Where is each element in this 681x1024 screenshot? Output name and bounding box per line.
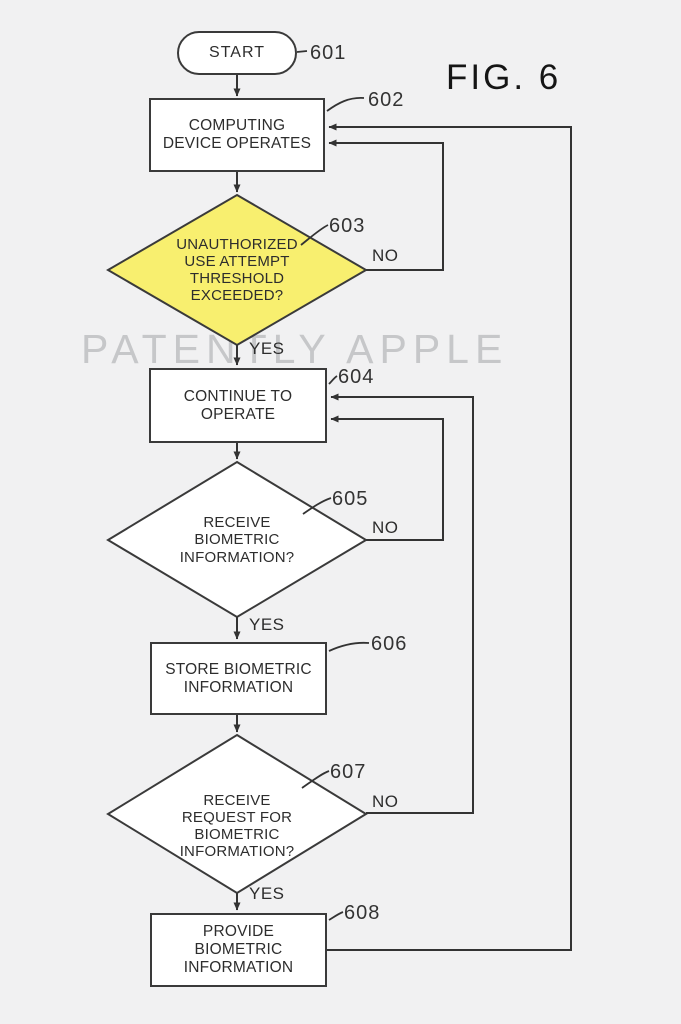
yes-label-603: YES xyxy=(249,339,285,358)
ref-603: 603 xyxy=(329,215,366,237)
ref-605: 605 xyxy=(332,488,369,510)
decision-603-shape xyxy=(106,193,368,347)
watermark-text: PATENTLY APPLE xyxy=(81,326,509,372)
ref-601: 601 xyxy=(310,42,347,64)
yes-label-607: YES xyxy=(249,884,285,903)
figure-label: FIG. 6 xyxy=(446,58,562,97)
no-label-607: NO xyxy=(372,792,399,811)
process-606-store-biometric-information: STORE BIOMETRIC INFORMATION xyxy=(150,642,327,715)
start-terminal: START xyxy=(177,31,297,75)
ref-606: 606 xyxy=(371,633,408,655)
process-604-continue-to-operate: CONTINUE TO OPERATE xyxy=(149,368,327,443)
leader-lines xyxy=(296,50,370,921)
yes-label-605: YES xyxy=(249,615,285,634)
process-608-provide-biometric-information: PROVIDE BIOMETRIC INFORMATION xyxy=(150,913,327,987)
ref-604: 604 xyxy=(338,366,375,388)
ref-608: 608 xyxy=(344,902,381,924)
ref-607: 607 xyxy=(330,761,367,783)
decision-607-shape xyxy=(106,733,368,895)
decision-605-shape xyxy=(106,460,368,619)
ref-602: 602 xyxy=(368,89,405,111)
no-label-605: NO xyxy=(372,518,399,537)
no-label-603: NO xyxy=(372,246,399,265)
feedback-loops xyxy=(327,123,572,951)
process-602-computing-device-operates: COMPUTING DEVICE OPERATES xyxy=(149,98,325,172)
